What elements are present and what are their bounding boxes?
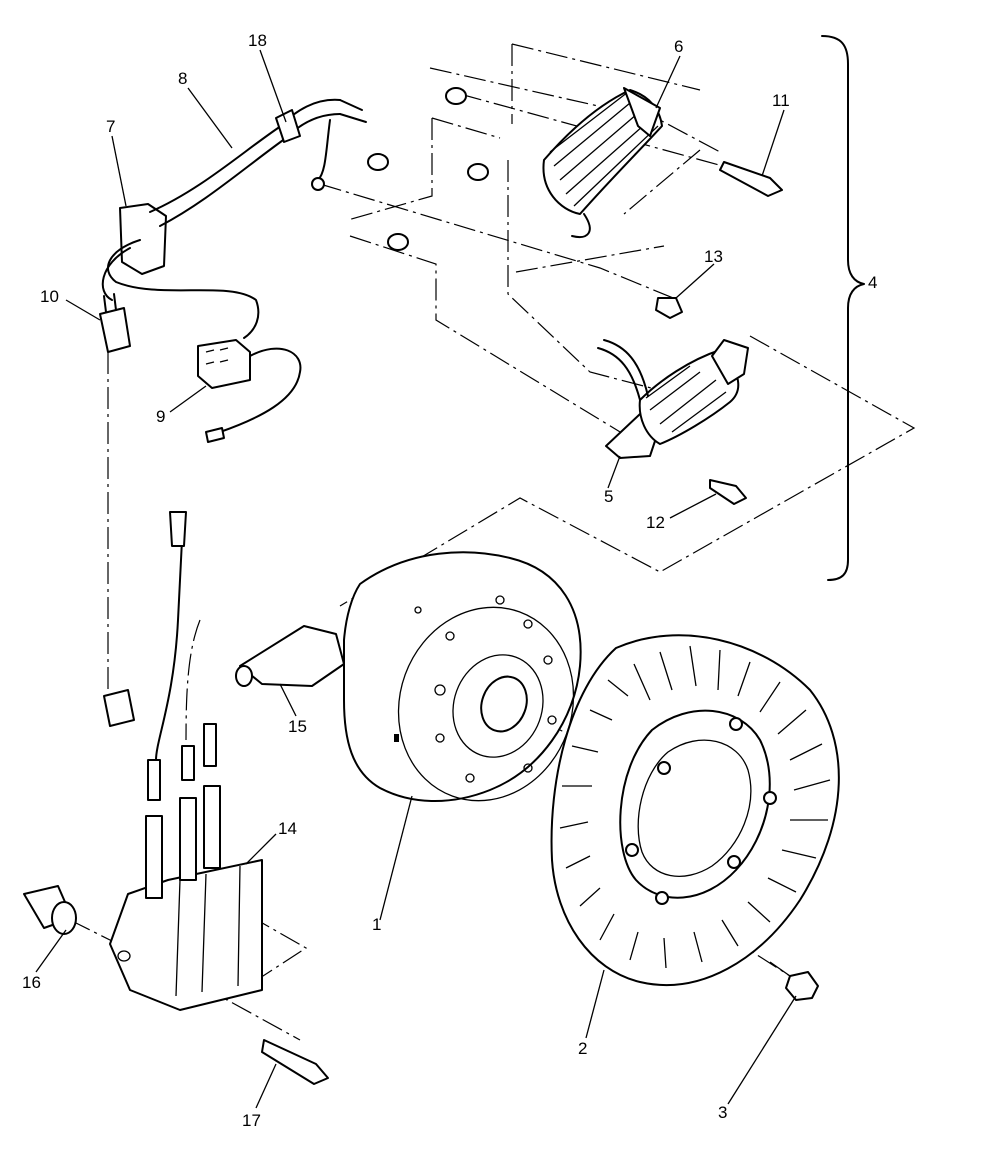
- label-3: 3: [718, 1103, 727, 1122]
- charging-coil: [597, 339, 749, 459]
- label-15: 15: [288, 717, 307, 736]
- grommet: [23, 885, 77, 935]
- label-11: 11: [772, 91, 790, 110]
- leader-lines: [35, 49, 797, 1109]
- label-13: 13: [704, 247, 723, 266]
- label-16: 16: [22, 973, 41, 992]
- label-14: 14: [278, 819, 297, 838]
- label-9: 9: [156, 407, 165, 426]
- label-18: 18: [248, 31, 267, 50]
- coil-bolt: [261, 1039, 329, 1085]
- label-8: 8: [178, 69, 187, 88]
- label-7: 7: [106, 117, 115, 136]
- label-10: 10: [40, 287, 59, 306]
- spacers: [367, 87, 489, 251]
- label-1: 1: [372, 915, 381, 934]
- fan-bolt: [769, 961, 819, 1001]
- assembly-bracket: [821, 35, 865, 581]
- spark-plug-cap: [103, 511, 345, 801]
- ignition-coil: [109, 785, 263, 1011]
- part-labels: 18 8 7 6 11 13 4 10 9 5 12 15 14 1 16 2 …: [22, 31, 877, 1130]
- label-4: 4: [868, 273, 877, 292]
- label-6: 6: [674, 37, 683, 56]
- lighting-coil: [542, 87, 663, 238]
- screws: [655, 161, 783, 505]
- connector-block: [197, 339, 302, 443]
- label-2: 2: [578, 1039, 587, 1058]
- flywheel: [343, 551, 582, 803]
- label-5: 5: [604, 487, 613, 506]
- label-17: 17: [242, 1111, 261, 1130]
- label-12: 12: [646, 513, 665, 532]
- harness-plug: [99, 293, 131, 353]
- wire-harness: [101, 98, 367, 339]
- cooling-fan: [550, 634, 840, 986]
